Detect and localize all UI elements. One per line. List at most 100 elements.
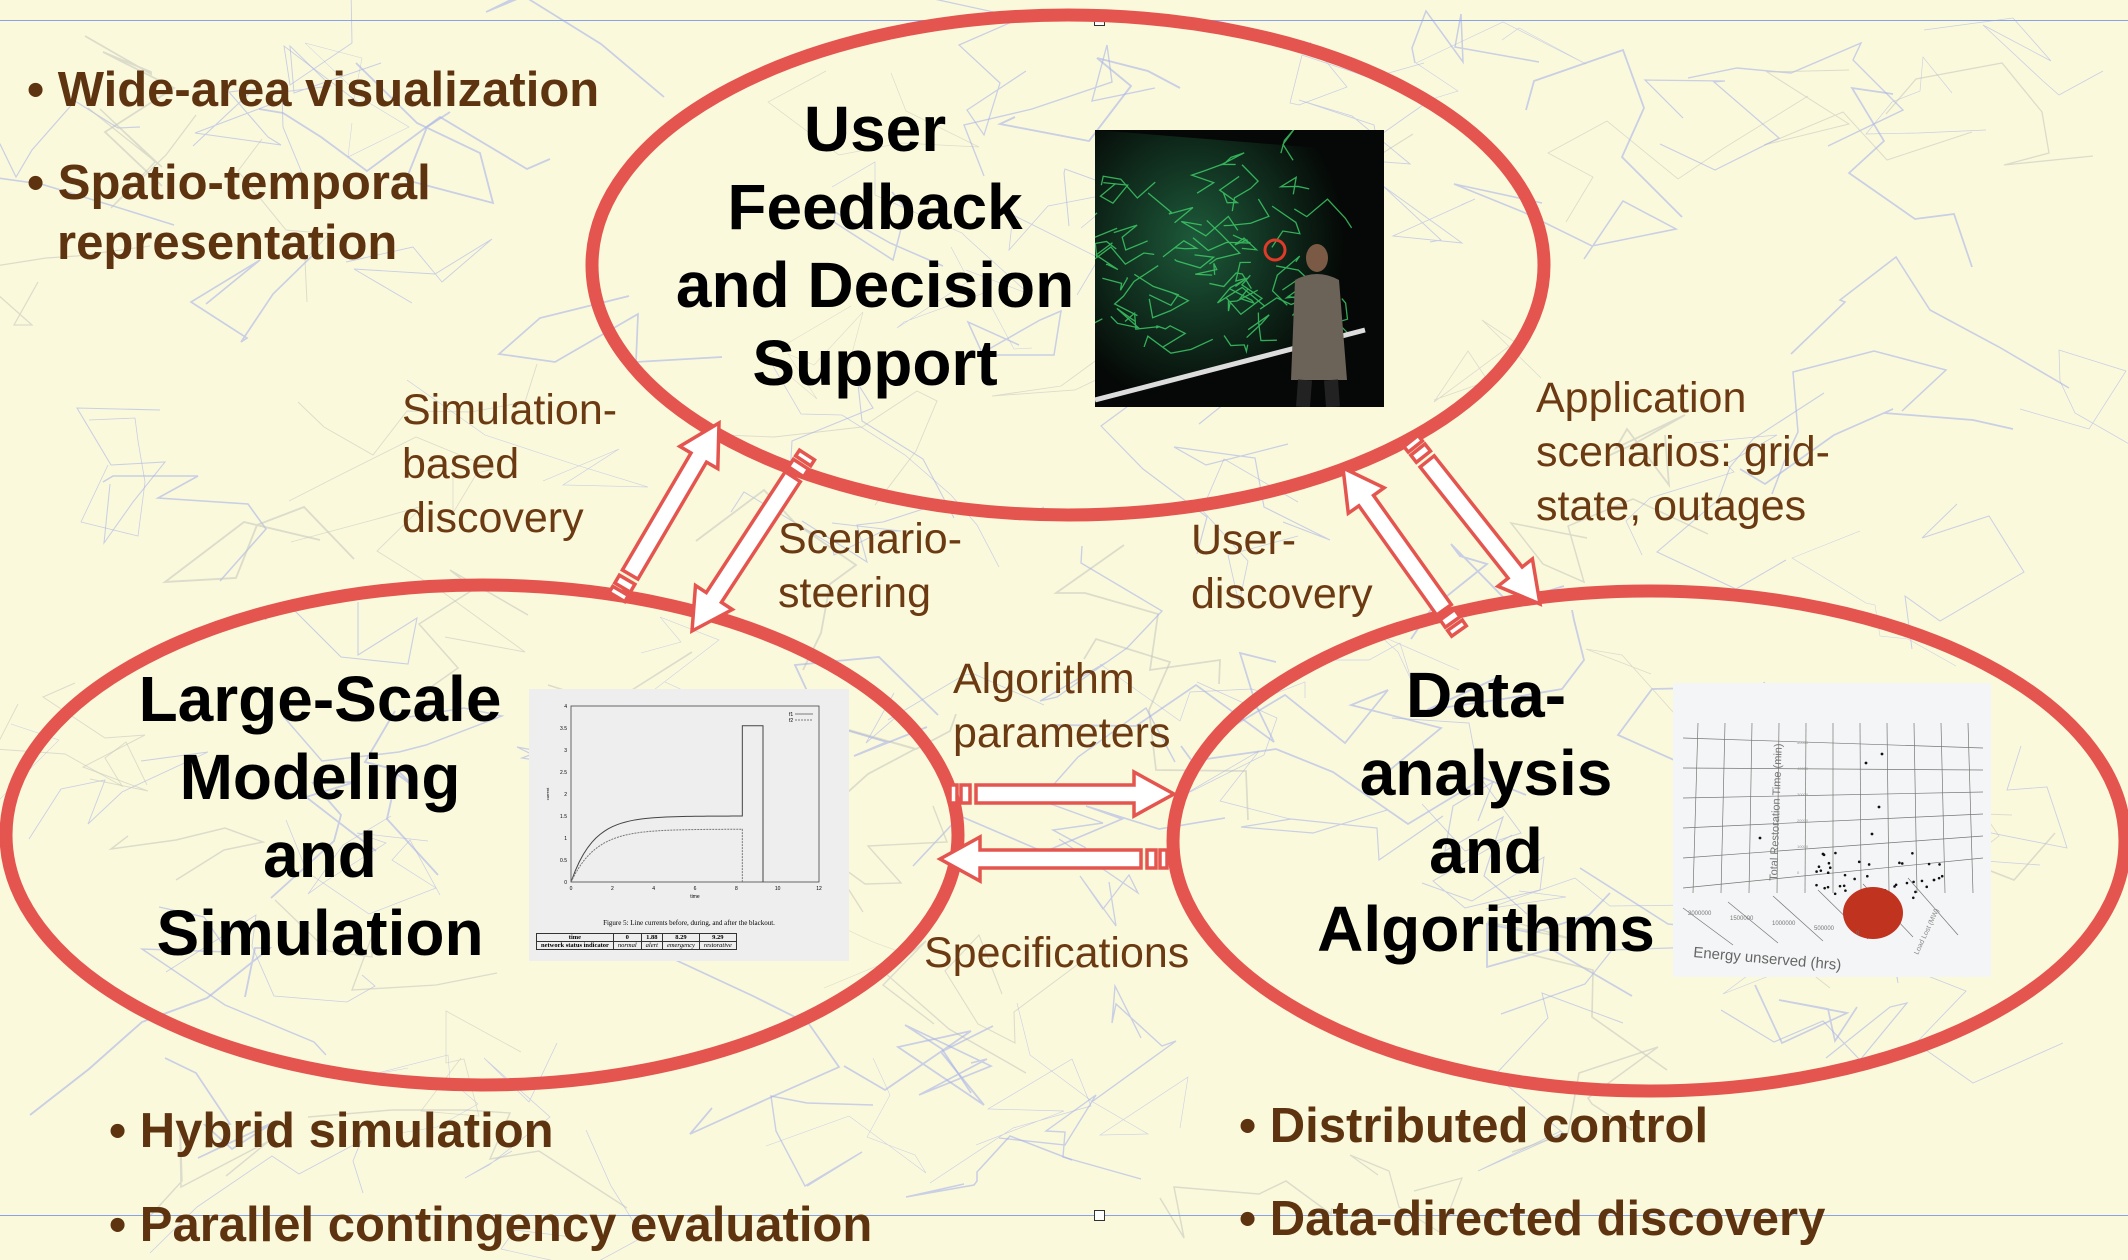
arrow-feedback-to-analysis [1401, 432, 1543, 607]
map-line [1885, 62, 2094, 166]
map-line [831, 161, 1030, 295]
x-axis-label: time [690, 894, 700, 900]
bullet-text: Spatio-temporal [57, 156, 431, 210]
map-line [285, 819, 441, 915]
grid-line [1095, 227, 1118, 259]
data-point [1866, 874, 1869, 878]
map-line [772, 365, 1000, 568]
y-tick-label: 4 [564, 704, 567, 710]
data-point [1826, 871, 1830, 875]
map-line [1904, 503, 2025, 650]
map-line [406, 379, 649, 488]
data-point [1853, 877, 1856, 881]
map-line [1444, 780, 1528, 915]
grid-line [1113, 265, 1159, 317]
resize-handle-bottom[interactable] [1094, 1210, 1105, 1221]
map-line [1771, 350, 1948, 495]
map-line [1643, 79, 1781, 171]
map-line [76, 407, 167, 545]
map-line [904, 1024, 994, 1096]
grid-line [1228, 287, 1256, 305]
map-line [420, 1010, 522, 1117]
ellipse-data-analysis [1166, 584, 2128, 1098]
data-point [1867, 863, 1871, 866]
grid-line [1257, 312, 1277, 342]
map-line [290, 505, 526, 653]
map-line [1453, 183, 1679, 260]
x-tick-label: 0 [570, 886, 573, 892]
map-line [1847, 86, 1973, 268]
map-line [1486, 892, 1633, 997]
map-line [730, 491, 902, 556]
map-line [788, 383, 955, 519]
data-point [1819, 869, 1823, 872]
data-point [1838, 884, 1842, 888]
grid-line [1095, 242, 1119, 271]
map-line [1790, 255, 2070, 389]
map-line [304, 42, 410, 158]
grid-line [1227, 289, 1258, 312]
visualization-wall-photo [1095, 130, 1384, 407]
map-line [0, 177, 175, 226]
map-line [237, 138, 332, 303]
title-line: User [803, 93, 947, 165]
map-line [865, 673, 1045, 744]
map-line [87, 107, 197, 209]
label-line: scenarios: grid- [1536, 428, 1830, 476]
map-line [1053, 651, 1277, 743]
map-line [0, 100, 141, 179]
arrow-feedback-to-simulation [690, 447, 817, 635]
map-line [698, 390, 938, 506]
x-tick-label: 12 [816, 886, 822, 892]
label-line: discovery [402, 494, 584, 542]
map-line [363, 710, 439, 876]
map-line [283, 0, 360, 104]
map-line [929, 1058, 1092, 1184]
y-tick-label: 0 [564, 880, 567, 886]
label-line: Simulation- [402, 386, 618, 434]
map-line [1791, 530, 1957, 667]
grid-line [1727, 901, 1779, 944]
x-tick-label: 0 [1856, 931, 1860, 937]
grid-line [1143, 335, 1214, 354]
map-line [28, 751, 209, 840]
grid-line [1907, 877, 1959, 936]
map-line [1415, 21, 1587, 104]
bullet-text: Wide-area visualization [57, 63, 600, 117]
map-line [258, 108, 551, 173]
arrow-body [620, 419, 721, 582]
label-line: parameters [953, 709, 1171, 757]
data-point [1925, 885, 1929, 889]
title-user-feedback: User Feedback and Decision Support [625, 90, 1125, 402]
data-point [1893, 885, 1896, 888]
title-line: Simulation [156, 897, 484, 969]
map-line [102, 475, 268, 582]
map-line [2019, 349, 2128, 444]
title-line: analysis [1359, 737, 1613, 809]
arrow-body [690, 469, 803, 635]
table-cell: network status indicator [536, 941, 614, 950]
map-line [1099, 663, 1306, 722]
label-line: User- [1191, 516, 1297, 564]
bullet-hybrid-simulation: • Hybrid simulation [109, 1101, 554, 1161]
grid-line [1133, 273, 1180, 307]
arrow-simulation-to-analysis [948, 769, 1178, 819]
bullet-distributed-control: • Distributed control [1239, 1096, 1708, 1156]
y-tick-label: 3 [564, 748, 567, 754]
map-line [0, 245, 151, 326]
map-line [29, 947, 273, 1116]
map-line [282, 707, 505, 762]
map-line [966, 309, 1062, 356]
map-line [164, 1057, 277, 1159]
grid-line [1225, 274, 1264, 316]
grid-line [1886, 722, 1890, 894]
map-line [1382, 185, 1476, 244]
grid-line [1234, 237, 1259, 251]
arrow-tail-stripe [612, 572, 638, 595]
map-line [1739, 408, 2014, 486]
grid-line [1682, 907, 1734, 946]
y-tick-label: 2.5 [560, 770, 567, 776]
map-line [0, 723, 60, 800]
